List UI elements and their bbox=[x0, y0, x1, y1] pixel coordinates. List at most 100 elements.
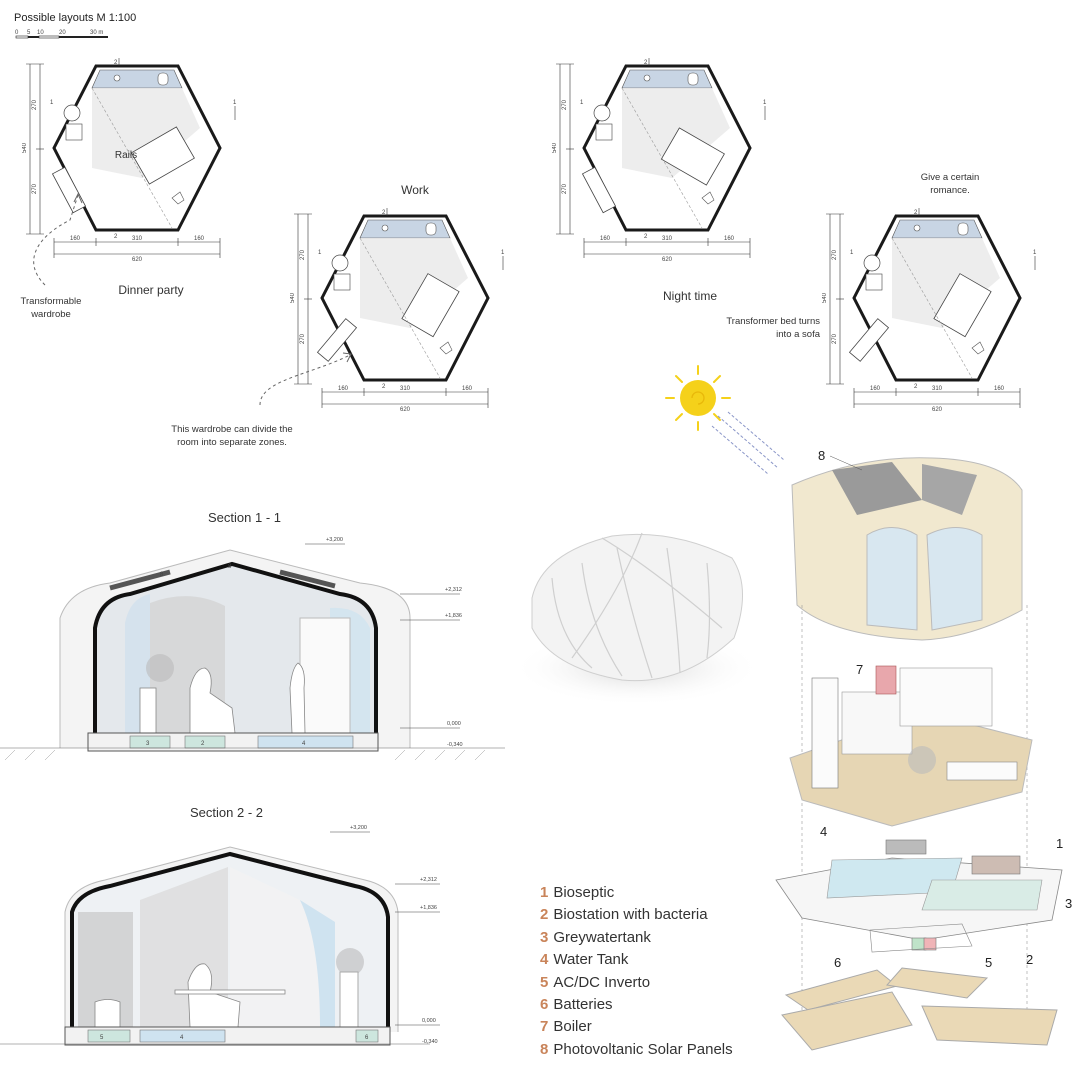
section-2-drawing: 5 4 6 +3,200 +2,312 +1,836 0,000 -0,340 bbox=[0, 825, 440, 1046]
legend-number: 3 bbox=[540, 928, 549, 946]
svg-text:160: 160 bbox=[870, 386, 881, 392]
svg-text:160: 160 bbox=[70, 236, 81, 242]
legend-text: Batteries bbox=[553, 996, 613, 1014]
svg-text:540: 540 bbox=[822, 292, 828, 303]
section-1-title: Section 1 - 1 bbox=[208, 510, 281, 525]
legend-text: Greywatertank bbox=[553, 928, 651, 946]
section-1-tag: 4 bbox=[302, 741, 306, 747]
axo-label: 7 bbox=[856, 662, 863, 677]
floor-plan-drawing: 540 270 270 160 310 160 620 2 2 1 1 bbox=[552, 58, 767, 263]
level-mark: 0,000 bbox=[447, 721, 461, 727]
legend-text: Photovoltanic Solar Panels bbox=[553, 1040, 733, 1058]
scale-tick: 5 bbox=[27, 30, 31, 36]
svg-text:270: 270 bbox=[832, 249, 838, 260]
svg-text:270: 270 bbox=[562, 99, 568, 110]
level-mark: +3,200 bbox=[350, 825, 367, 831]
svg-text:1: 1 bbox=[318, 250, 322, 256]
svg-text:160: 160 bbox=[600, 236, 611, 242]
svg-text:270: 270 bbox=[832, 333, 838, 344]
section-1-tag: 8 bbox=[160, 572, 164, 578]
section-2-tag: 5 bbox=[100, 1035, 104, 1041]
axo-label: 4 bbox=[820, 824, 827, 839]
level-mark: 0,000 bbox=[422, 1018, 436, 1024]
svg-text:1: 1 bbox=[1033, 250, 1037, 256]
svg-text:160: 160 bbox=[194, 236, 205, 242]
section-1-drawing: 3 2 4 8 8 +3,200 +2,312 +1,836 0,000 -0,… bbox=[0, 537, 505, 761]
legend-number: 5 bbox=[540, 973, 549, 991]
sun-icon bbox=[665, 365, 785, 475]
svg-text:310: 310 bbox=[400, 386, 411, 392]
legend-number: 6 bbox=[540, 996, 549, 1014]
svg-text:1: 1 bbox=[233, 100, 237, 106]
plan-dinner: 540 270 270 160 310 160 620 2 2 1 1 bbox=[22, 58, 242, 263]
legend-number: 8 bbox=[540, 1040, 549, 1058]
scale-tick: 30 m bbox=[90, 30, 103, 36]
plan-night: 540 270 270 160 310 160 620 2 2 1 1 bbox=[552, 58, 772, 263]
svg-text:540: 540 bbox=[290, 292, 296, 303]
exploded-axonometric: 8 7 4 1 3 6 5 2 bbox=[775, 448, 1072, 1051]
svg-text:2: 2 bbox=[644, 60, 648, 66]
exterior-render bbox=[512, 532, 762, 706]
scale-bar: 0 5 10 20 30 m bbox=[15, 30, 108, 39]
scale-tick: 10 bbox=[37, 30, 44, 36]
svg-text:2: 2 bbox=[114, 234, 118, 240]
svg-text:2: 2 bbox=[114, 60, 118, 66]
scale-tick: 20 bbox=[59, 30, 66, 36]
section-2-tag: 6 bbox=[365, 1035, 369, 1041]
svg-text:2: 2 bbox=[382, 210, 386, 216]
legend-text: AC/DC Inverto bbox=[553, 973, 651, 991]
svg-text:310: 310 bbox=[132, 236, 143, 242]
svg-text:2: 2 bbox=[914, 210, 918, 216]
plan-work: 540 270 270 160 310 160 620 2 2 1 1 bbox=[290, 208, 510, 413]
svg-text:540: 540 bbox=[22, 142, 28, 153]
svg-text:620: 620 bbox=[662, 257, 673, 263]
level-mark: +3,200 bbox=[326, 537, 343, 543]
svg-text:1: 1 bbox=[850, 250, 854, 256]
scale-tick: 0 bbox=[15, 30, 19, 36]
axo-label: 5 bbox=[985, 955, 992, 970]
axo-label: 2 bbox=[1026, 952, 1033, 967]
svg-text:160: 160 bbox=[994, 386, 1005, 392]
plan-romance: 540 270 270 160 310 160 620 2 2 1 1 bbox=[822, 208, 1042, 413]
legend-number: 4 bbox=[540, 951, 549, 969]
svg-text:1: 1 bbox=[580, 100, 584, 106]
svg-text:540: 540 bbox=[552, 142, 558, 153]
note-transformable-wardrobe: Transformable wardrobe bbox=[20, 296, 82, 320]
legend-text: Water Tank bbox=[553, 951, 629, 969]
section-1-tag: 3 bbox=[146, 741, 150, 747]
svg-text:1: 1 bbox=[763, 100, 767, 106]
section-2-tag: 4 bbox=[180, 1035, 184, 1041]
caption-dinner-party: Dinner party bbox=[118, 283, 184, 297]
note-romance: Give a certain romance. bbox=[920, 172, 980, 196]
level-mark: +2,312 bbox=[445, 587, 462, 593]
svg-text:270: 270 bbox=[562, 183, 568, 194]
axo-label: 6 bbox=[834, 955, 841, 970]
level-mark: +1,836 bbox=[420, 905, 437, 911]
svg-text:310: 310 bbox=[932, 386, 943, 392]
legend-number: 1 bbox=[540, 884, 549, 901]
rails-note: Rails bbox=[114, 150, 138, 161]
section-1-tag: 8 bbox=[228, 564, 232, 570]
svg-text:160: 160 bbox=[462, 386, 473, 392]
svg-text:160: 160 bbox=[338, 386, 349, 392]
svg-text:2: 2 bbox=[382, 384, 386, 390]
svg-text:620: 620 bbox=[132, 257, 143, 263]
note-wardrobe-zones: This wardrobe can divide the room into s… bbox=[171, 424, 293, 448]
level-mark: -0,340 bbox=[447, 742, 463, 748]
legend-number: 7 bbox=[540, 1018, 549, 1036]
legend-text: Bioseptic bbox=[553, 884, 615, 901]
axo-label: 3 bbox=[1065, 896, 1072, 911]
svg-text:1: 1 bbox=[501, 250, 505, 256]
level-mark: +1,836 bbox=[445, 613, 462, 619]
wardrobe-arrow bbox=[33, 192, 83, 286]
legend-text: Biostation with bacteria bbox=[553, 906, 708, 924]
floor-plan-drawing: 540 270 270 160 310 160 620 2 2 1 1 bbox=[22, 58, 237, 263]
svg-text:160: 160 bbox=[724, 236, 735, 242]
